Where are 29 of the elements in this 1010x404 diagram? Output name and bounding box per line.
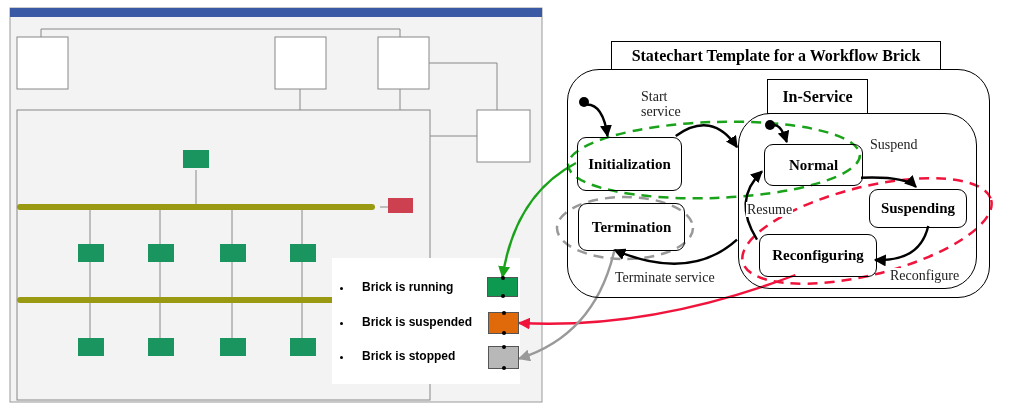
state-heading: In-Service — [767, 79, 868, 114]
edge-label: Suspend — [869, 137, 919, 152]
arrow — [586, 103, 612, 138]
initial-state-dot — [579, 97, 589, 107]
edge-label: Start service — [640, 89, 682, 119]
arrow — [498, 161, 577, 279]
state-box: Suspending — [869, 189, 967, 228]
state-box: Normal — [764, 144, 863, 186]
arrow — [517, 249, 616, 361]
legend-label: Brick is suspended — [362, 315, 473, 329]
legend-label: Brick is running — [362, 280, 454, 294]
arrow — [517, 273, 796, 330]
edge-label: Resume — [746, 202, 794, 217]
initial-state-dot — [765, 120, 775, 130]
state-swatch — [488, 312, 519, 334]
arrow — [675, 124, 738, 149]
edge-label: Terminate service — [614, 270, 716, 285]
arrow — [744, 170, 763, 241]
legend-label: Brick is stopped — [362, 349, 456, 363]
state-heading: Statechart Template for a Workflow Brick — [611, 41, 941, 70]
arrow — [860, 175, 917, 188]
state-box: Termination — [578, 203, 685, 251]
arrow — [613, 238, 738, 265]
state-swatch — [487, 277, 518, 297]
state-box: Initialization — [577, 137, 682, 191]
arrow — [873, 225, 930, 267]
state-swatch — [488, 346, 519, 369]
state-box: Reconfiguring — [759, 234, 877, 277]
edge-label: Reconfigure — [889, 268, 961, 283]
